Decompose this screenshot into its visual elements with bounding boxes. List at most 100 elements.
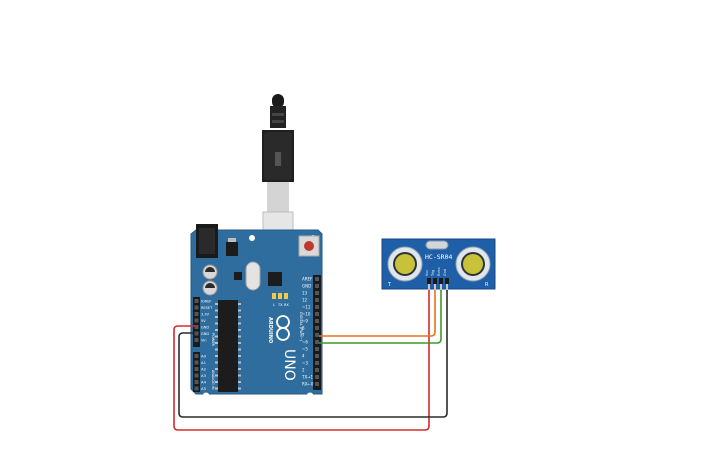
power-pin-hole[interactable] xyxy=(194,305,199,310)
wires[interactable] xyxy=(173,290,448,431)
analog-pin-hole[interactable] xyxy=(194,380,199,384)
chip-leg xyxy=(238,303,241,305)
sensor-r-mark: R xyxy=(485,282,489,288)
led-l-label: L xyxy=(273,303,275,307)
sensor-t-mark: T xyxy=(387,282,392,288)
power-pin-label: IOREF xyxy=(201,300,211,304)
regulator-tab xyxy=(228,238,236,242)
power-pin-hole[interactable] xyxy=(194,325,199,329)
chip-leg xyxy=(238,374,241,377)
power-pin-hole[interactable] xyxy=(194,331,199,336)
wire-5v-to-vcc[interactable] xyxy=(173,290,430,431)
digital-pin-label: GND xyxy=(302,284,311,289)
analog-pin-label: A4 xyxy=(201,380,207,385)
sensor-pin-label: Gnd xyxy=(443,269,447,276)
sensor-pin[interactable] xyxy=(434,284,436,291)
digital-pin-hole[interactable] xyxy=(315,382,319,386)
sensor-pin-header xyxy=(427,278,431,284)
chip-leg xyxy=(215,374,218,377)
power-pin-hole[interactable] xyxy=(194,318,199,323)
chip-leg xyxy=(238,335,241,338)
sensor-crystal xyxy=(425,240,449,250)
reset-button-cap[interactable] xyxy=(304,241,314,251)
small-ic xyxy=(234,272,242,280)
digital-pin-label: ~10 xyxy=(302,312,311,317)
digital-pin-hole[interactable] xyxy=(315,368,319,372)
sensor-pins xyxy=(427,278,449,291)
analog-pin-hole[interactable] xyxy=(194,354,199,358)
chip-leg xyxy=(238,309,241,312)
digital-header xyxy=(313,275,321,390)
power-pin-hole[interactable] xyxy=(194,299,199,303)
chip-leg xyxy=(215,368,218,370)
digital-header-label: DIGITAL (PWM~) xyxy=(299,312,303,342)
power-pin-hole[interactable] xyxy=(194,312,199,316)
digital-pin-label: 7 xyxy=(302,333,305,338)
digital-pin-hole[interactable] xyxy=(315,298,319,302)
digital-pin-hole[interactable] xyxy=(315,347,319,351)
power-pin-label: GND xyxy=(201,326,209,330)
led-tx-label: TX xyxy=(277,303,283,307)
digital-pin-label: 4 xyxy=(302,354,305,359)
arduino-logo: ARDUINO xyxy=(267,315,290,343)
analog-header-holes xyxy=(194,354,199,391)
power-pin-label: GND xyxy=(201,332,209,336)
usb-cable-end xyxy=(272,94,284,108)
digital-pin-label: 2 xyxy=(302,368,305,373)
digital-pin-hole[interactable] xyxy=(315,361,319,365)
analog-pin-hole[interactable] xyxy=(194,367,199,371)
digital-pin-hole[interactable] xyxy=(315,291,319,295)
chip-leg xyxy=(215,355,218,357)
analog-pin-hole[interactable] xyxy=(194,373,199,378)
sensor-pin-header xyxy=(433,278,437,284)
capacitor-mark xyxy=(205,283,215,288)
atmega-chip xyxy=(218,300,238,392)
digital-pin-label: ~6 xyxy=(302,340,308,345)
digital-pin-hole[interactable] xyxy=(315,340,319,344)
chip-leg xyxy=(215,361,218,364)
digital-pin-hole[interactable] xyxy=(315,312,319,316)
sensor-pin[interactable] xyxy=(446,284,448,291)
wire-gnd-to-gnd[interactable] xyxy=(178,290,448,418)
led-rx-label: RX xyxy=(284,303,289,307)
sensor-pin-header xyxy=(445,278,449,284)
digital-pin-label: 12 xyxy=(302,298,308,303)
sensor-pin[interactable] xyxy=(428,284,430,291)
power-pin-hole[interactable] xyxy=(194,338,199,342)
logo-ring-right xyxy=(276,327,290,341)
led-l xyxy=(272,293,276,299)
wire-pin7-to-echo[interactable] xyxy=(319,290,442,344)
chip-leg xyxy=(215,387,218,390)
digital-pin-label: 13 xyxy=(302,291,308,296)
digital-pin-label: TX→1 xyxy=(301,375,314,380)
analog-pin-hole[interactable] xyxy=(194,386,199,391)
digital-pin-hole[interactable] xyxy=(315,319,319,323)
chip-leg xyxy=(215,309,218,312)
digital-pin-hole[interactable] xyxy=(315,277,319,281)
digital-pin-hole[interactable] xyxy=(315,375,319,379)
analog-pin-label: A3 xyxy=(201,373,207,378)
digital-pin-hole[interactable] xyxy=(315,305,319,309)
digital-pin-hole[interactable] xyxy=(315,284,319,288)
analog-pin-hole[interactable] xyxy=(194,360,199,365)
digital-pin-hole[interactable] xyxy=(315,326,319,330)
model-label: UNO xyxy=(281,349,297,381)
led-rx xyxy=(284,293,288,299)
arduino-uno-board[interactable]: L TX RX ARDUINO UNO AREFGND1312~11~10~98… xyxy=(190,224,323,400)
voltage-regulator xyxy=(226,242,238,256)
wire-pin9-to-trig[interactable] xyxy=(319,290,436,337)
brand-label: ARDUINO xyxy=(267,317,273,343)
digital-pin-hole[interactable] xyxy=(315,354,319,358)
chip-leg xyxy=(238,368,241,370)
chip-leg xyxy=(238,342,241,344)
chip-leg xyxy=(238,355,241,357)
chip-leg xyxy=(215,381,218,383)
power-pin-label: 5V xyxy=(201,319,206,323)
sensor-pin[interactable] xyxy=(440,284,442,291)
digital-pin-hole[interactable] xyxy=(315,333,319,337)
usb-cable-ridge-2 xyxy=(272,120,284,123)
usb-cable-strain-relief xyxy=(270,106,286,128)
